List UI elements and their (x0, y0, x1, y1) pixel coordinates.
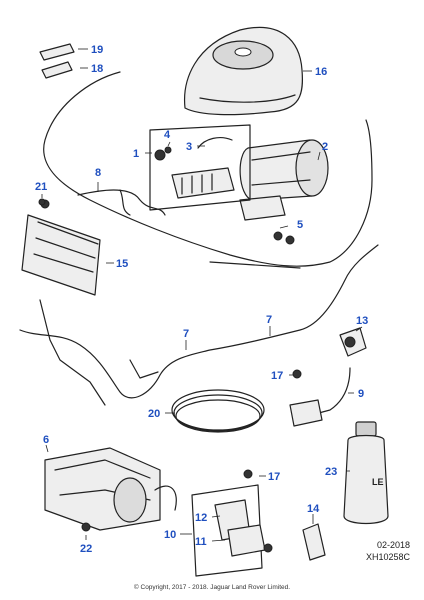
valve-fitting (164, 146, 172, 154)
leader-lines (41, 48, 363, 542)
callout-labels: 19 18 16 1 4 3 2 5 8 21 15 7 7 13 9 17 2… (35, 44, 368, 555)
bolt-lower (243, 469, 253, 479)
callout-17-upper: 17 (271, 370, 283, 382)
callout-7-left: 7 (183, 328, 189, 340)
callout-3: 3 (186, 141, 192, 153)
pipe-harness-front (19, 244, 379, 406)
callout-21: 21 (35, 181, 47, 193)
callout-7-right: 7 (266, 314, 272, 326)
callout-6: 6 (43, 434, 49, 446)
mounting-bolts (273, 231, 295, 245)
sensor-link (289, 367, 351, 427)
callout-11: 11 (195, 536, 207, 548)
compressor-cover (183, 26, 304, 116)
air-pipe-coil (171, 389, 265, 433)
copyright-notice: © Copyright, 2017 - 2018. Jaguar Land Ro… (133, 584, 291, 591)
date-code: 02-2018 (376, 540, 410, 550)
callout-19: 19 (91, 44, 103, 56)
air-pipe-front (77, 189, 166, 216)
callout-4: 4 (164, 129, 171, 141)
height-sensor (339, 327, 367, 357)
callout-16: 16 (315, 66, 327, 78)
callout-22: 22 (80, 543, 92, 555)
callout-2: 2 (322, 141, 328, 153)
air-compressor (239, 139, 329, 221)
air-pipe-harness (43, 71, 373, 269)
callout-1: 1 (133, 148, 139, 160)
callout-18: 18 (91, 63, 103, 75)
callout-23: 23 (325, 466, 337, 478)
clip-bracket (302, 523, 326, 561)
callout-5: 5 (297, 219, 303, 231)
callout-8: 8 (95, 167, 101, 179)
bolt-upper (292, 369, 302, 379)
fluid-bottle: LE (343, 421, 389, 525)
pipe-connectors (39, 43, 75, 79)
callout-12: 12 (195, 512, 207, 524)
control-module (21, 199, 101, 296)
callout-10: 10 (164, 529, 176, 541)
valve-block-assembly (149, 124, 251, 211)
callout-17-lower: 17 (268, 471, 280, 483)
callout-20: 20 (148, 408, 160, 420)
callout-15: 15 (116, 258, 128, 270)
sensor-bracket-assembly (191, 484, 273, 577)
nut-lower (81, 522, 91, 532)
compressor-unit (44, 447, 177, 531)
bottle-label: LE (372, 477, 384, 487)
figure-code: XH10258C (365, 552, 410, 562)
callout-14: 14 (307, 503, 320, 515)
callout-13: 13 (356, 315, 368, 327)
nut (38, 198, 46, 206)
callout-9: 9 (358, 388, 364, 400)
